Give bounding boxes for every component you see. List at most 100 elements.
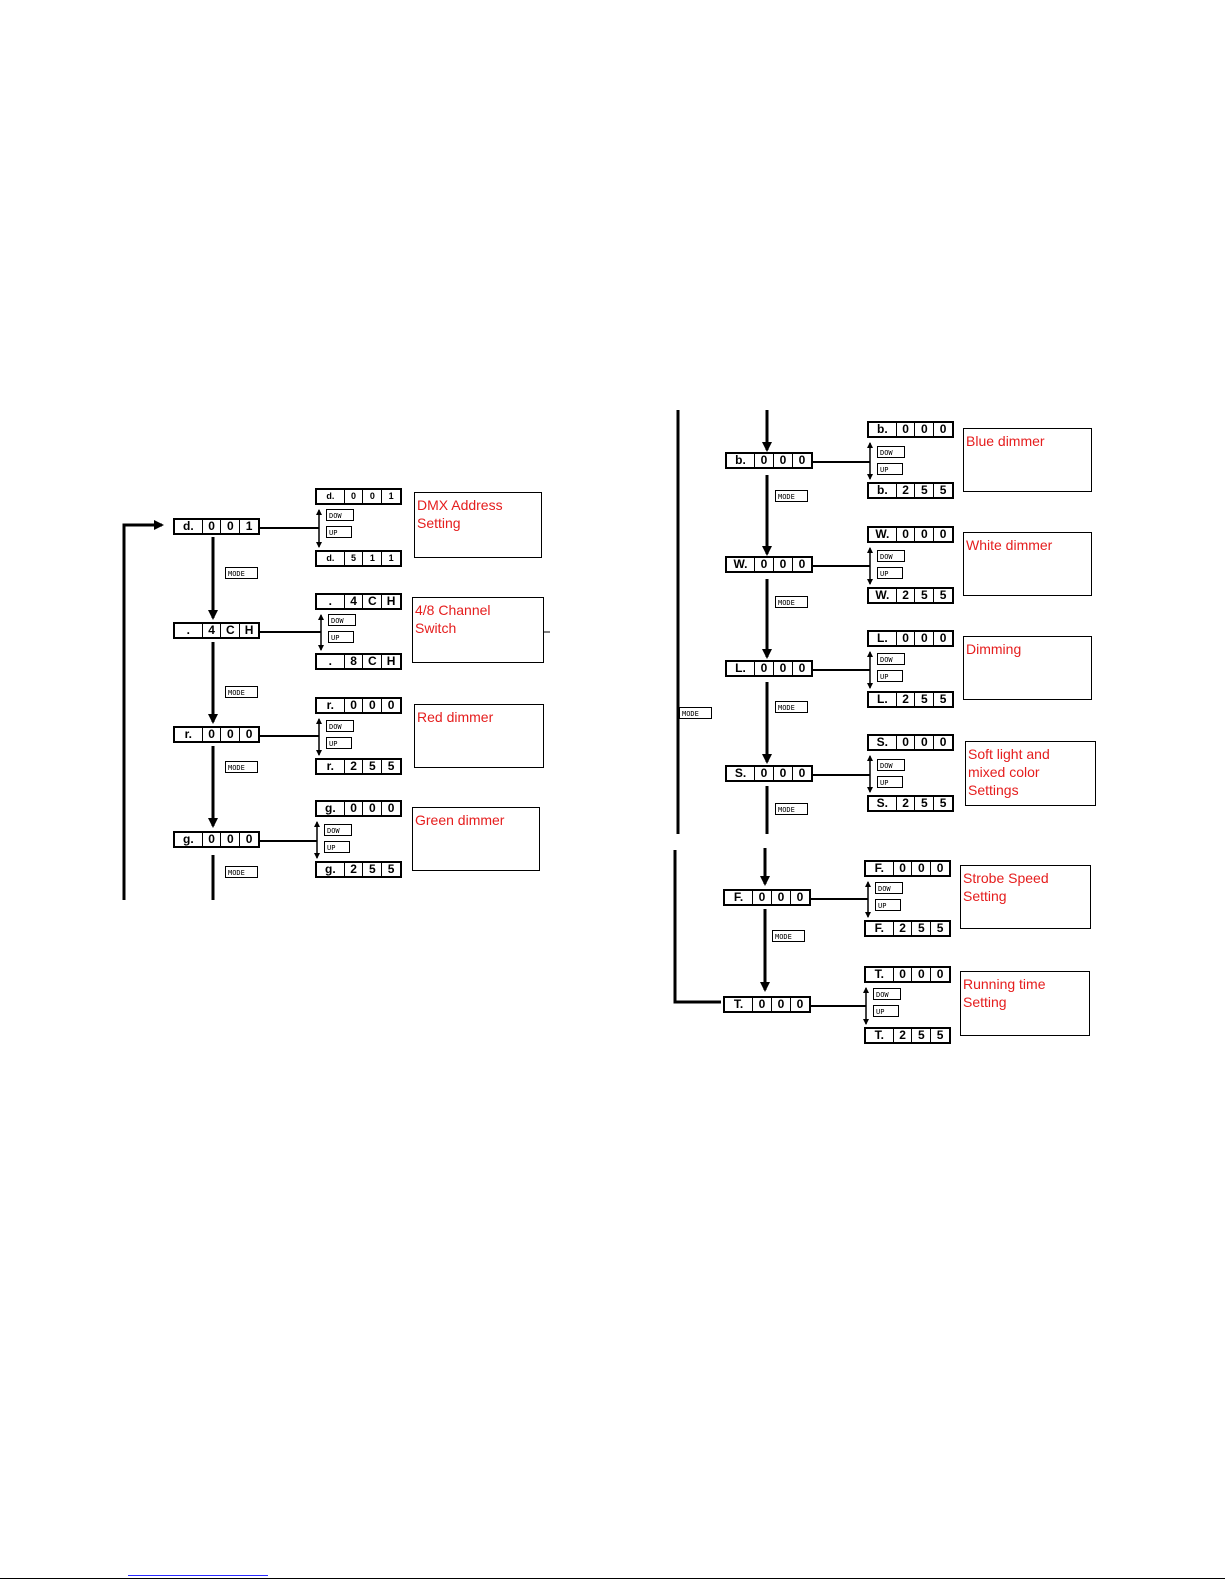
display-digit: 0 (790, 998, 809, 1011)
display-digit: L. (877, 632, 888, 645)
display-digit: W. (875, 528, 890, 541)
display-digit: 0 (220, 728, 239, 741)
display-digit: r. (326, 699, 334, 712)
display-digit: 0 (773, 558, 792, 571)
display-digit: 2 (892, 1029, 912, 1042)
down-button-strobe[interactable]: DOW (875, 882, 903, 894)
display-digit: 0 (930, 862, 949, 875)
up-button-channel[interactable]: UP (328, 631, 354, 643)
display-digit: H (239, 624, 258, 637)
mode-button[interactable]: MODE (775, 596, 808, 608)
mode-button[interactable]: MODE (775, 803, 808, 815)
mode-button[interactable]: MODE (775, 490, 808, 502)
display-digit: 0 (754, 558, 773, 571)
display-digit: 0 (362, 699, 381, 712)
display-digit: 5 (914, 797, 933, 810)
down-button-white[interactable]: DOW (877, 550, 905, 562)
display-digit: 0 (790, 891, 809, 904)
up-button-strobe[interactable]: UP (875, 899, 901, 911)
mode-button[interactable]: MODE (225, 686, 258, 698)
display-digit: 2 (343, 760, 363, 773)
setting-label-red: Red dimmer (414, 704, 544, 768)
display-digit: . (328, 595, 332, 608)
display-digit: T. (733, 998, 744, 1011)
display-digit: 5 (911, 922, 930, 935)
display-digit: 0 (362, 490, 381, 503)
display-digit: 2 (892, 922, 912, 935)
display-digit: 0 (914, 632, 933, 645)
display-digit: 5 (362, 863, 381, 876)
display-digit: 5 (381, 760, 400, 773)
display-digit: 0 (933, 528, 952, 541)
display-digit: 0 (239, 728, 258, 741)
display-digit: 0 (892, 862, 912, 875)
display-digit: 0 (381, 802, 400, 815)
up-button-red[interactable]: UP (326, 737, 352, 749)
mode-button[interactable]: MODE (225, 567, 258, 579)
up-button-running[interactable]: UP (873, 1005, 899, 1017)
mode-button[interactable]: MODE (225, 761, 258, 773)
display-digit: S. (734, 767, 747, 780)
up-button-soft[interactable]: UP (877, 776, 903, 788)
mode-button-loop[interactable]: MODE (679, 707, 712, 719)
display-digit: 0 (771, 891, 790, 904)
up-button-dimming[interactable]: UP (877, 670, 903, 682)
up-button-white[interactable]: UP (877, 567, 903, 579)
display-digit: H (381, 595, 400, 608)
display-digit: 0 (220, 520, 239, 533)
display-digit: 0 (792, 454, 811, 467)
up-button-green[interactable]: UP (324, 841, 350, 853)
display-digit: 0 (892, 968, 912, 981)
label-line: Soft light and (968, 746, 1050, 762)
display-digit: 5 (911, 1029, 930, 1042)
display-digit: L. (735, 662, 746, 675)
display-digit: 0 (201, 520, 221, 533)
down-button-dimming[interactable]: DOW (877, 653, 905, 665)
display-digit: S. (876, 797, 888, 810)
display-digit: 0 (754, 454, 773, 467)
down-button-red[interactable]: DOW (326, 720, 354, 732)
down-button-blue[interactable]: DOW (877, 446, 905, 458)
down-button-dmx[interactable]: DOW (326, 509, 354, 521)
label-line: Switch (415, 620, 457, 636)
down-button-channel[interactable]: DOW (328, 614, 356, 626)
display-digit: r. (326, 760, 334, 773)
down-button-soft[interactable]: DOW (877, 759, 905, 771)
label-line: Settings (968, 782, 1019, 798)
label-line: Setting (417, 515, 461, 531)
mode-button[interactable]: MODE (225, 866, 258, 878)
label-line: Running time (963, 976, 1046, 992)
mode-button[interactable]: MODE (772, 930, 805, 942)
down-button-running[interactable]: DOW (873, 988, 901, 1000)
display-digit: . (186, 624, 190, 637)
display-digit: 5 (914, 589, 933, 602)
display-digit: C (362, 655, 381, 668)
mode-button[interactable]: MODE (775, 701, 808, 713)
display-digit: 5 (933, 589, 952, 602)
display-digit: 0 (895, 736, 915, 749)
up-button-dmx[interactable]: UP (326, 526, 352, 538)
return-connector (673, 850, 721, 1004)
display-digit: 0 (895, 423, 915, 436)
display-digit: 1 (239, 520, 258, 533)
display-digit: 2 (343, 863, 363, 876)
display-digit: 5 (343, 552, 363, 565)
up-button-blue[interactable]: UP (877, 463, 903, 475)
display-digit: 0 (933, 632, 952, 645)
display-digit: 5 (381, 863, 400, 876)
down-button-green[interactable]: DOW (324, 824, 352, 836)
